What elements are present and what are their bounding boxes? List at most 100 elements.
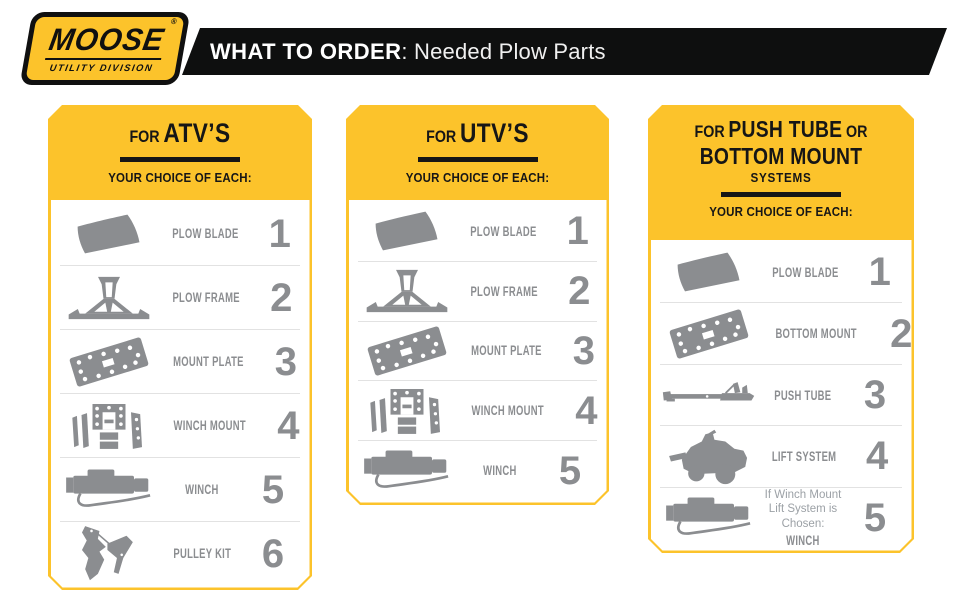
table-row: PULLEY KIT 6 <box>60 521 300 585</box>
card-title-prefix: FOR <box>129 127 160 146</box>
row-label: MOUNT PLATE <box>456 343 557 358</box>
mount-plate-icon <box>358 324 456 378</box>
row-label: BOTTOM MOUNT <box>758 326 874 341</box>
card-title-line3: SYSTEMS <box>750 170 812 185</box>
part-name: PLOW BLADE <box>470 223 537 239</box>
part-name: PLOW BLADE <box>772 264 839 280</box>
card-title: FOR UTV’S <box>367 118 588 149</box>
part-name: PLOW FRAME <box>470 283 538 299</box>
step-number: 1 <box>868 250 891 295</box>
table-row: MOUNT PLATE 3 <box>358 321 597 381</box>
step-number: 2 <box>270 275 293 320</box>
parts-list: PLOW BLADE 1 PLOW FRAME 2 MOUNT PLATE 3 … <box>60 202 300 585</box>
part-name: WINCH MOUNT <box>173 418 246 433</box>
part-name: MOUNT PLATE <box>471 343 542 359</box>
part-name: PLOW FRAME <box>172 290 240 305</box>
winch-mount-icon <box>358 384 456 438</box>
card-title: FOR ATV’S <box>69 118 291 149</box>
title-underline <box>120 157 240 162</box>
part-name: MOUNT PLATE <box>173 354 244 369</box>
table-row: MOUNT PLATE 3 <box>60 329 300 393</box>
plow-blade-icon <box>660 248 758 296</box>
card-title-main: PUSH TUBE <box>728 116 843 142</box>
card-title-line1: FOR PUSH TUBE OR <box>669 116 892 143</box>
step-number: 3 <box>863 373 887 418</box>
table-row: PLOW BLADE 1 <box>660 242 902 302</box>
card-for-atvs: FOR ATV’S YOUR CHOICE OF EACH: PLOW BLAD… <box>48 105 312 590</box>
step-number: 4 <box>866 434 889 479</box>
part-name: WINCH <box>786 532 820 548</box>
bottom-mount-icon <box>660 307 758 361</box>
step-number: 3 <box>572 328 596 373</box>
banner-subtitle: : Needed Plow Parts <box>401 38 606 64</box>
card-title-main: UTV’S <box>459 118 529 148</box>
plow-frame-icon <box>60 273 158 323</box>
card-subtitle: YOUR CHOICE OF EACH: <box>108 171 252 185</box>
row-label: WINCH <box>456 463 543 478</box>
card-title-line2: BOTTOM MOUNT <box>669 143 892 170</box>
winch-mount-icon <box>60 399 158 453</box>
row-label: PUSH TUBE <box>758 388 848 403</box>
moose-logo: MOOSE ® UTILITY DIVISION <box>19 12 191 85</box>
lift-system-icon <box>660 427 758 485</box>
title-underline <box>721 192 841 197</box>
mount-plate-icon <box>60 335 158 389</box>
card-header: FOR UTV’S YOUR CHOICE OF EACH: <box>346 105 609 185</box>
part-name: PUSH TUBE <box>774 387 832 403</box>
table-row: WINCH MOUNT 4 <box>358 380 597 440</box>
step-number: 2 <box>568 269 591 314</box>
card-title-suffix: OR <box>846 122 868 141</box>
card-subtitle: YOUR CHOICE OF EACH: <box>709 205 853 219</box>
card-header: FOR ATV’S YOUR CHOICE OF EACH: <box>48 105 312 185</box>
parts-list: PLOW BLADE 1 PLOW FRAME 2 MOUNT PLATE 3 … <box>358 202 597 500</box>
table-row: PLOW BLADE 1 <box>358 202 597 261</box>
row-label: PLOW BLADE <box>456 224 551 239</box>
card-header: FOR PUSH TUBE OR BOTTOM MOUNT SYSTEMS YO… <box>648 105 914 219</box>
winch-icon <box>358 446 456 496</box>
row-label: MOUNT PLATE <box>158 354 259 369</box>
row-label: PULLEY KIT <box>158 546 246 561</box>
part-name: WINCH <box>185 482 219 497</box>
push-tube-icon <box>660 380 758 410</box>
row-label: PLOW BLADE <box>158 226 253 241</box>
part-name: BOTTOM MOUNT <box>775 326 857 342</box>
step-number: 4 <box>277 403 300 448</box>
table-row: PUSH TUBE 3 <box>660 364 902 425</box>
row-label: If Winch Mount Lift System is Chosen: WI… <box>758 488 848 548</box>
part-name: WINCH <box>482 463 517 479</box>
step-number: 5 <box>261 467 285 512</box>
card-title-main: ATV’S <box>163 118 231 148</box>
plow-blade-icon <box>358 207 456 255</box>
parts-list: PLOW BLADE 1 BOTTOM MOUNT 2 PUSH TUBE 3 … <box>660 242 902 548</box>
moose-logo-plate: MOOSE ® UTILITY DIVISION <box>25 17 185 80</box>
table-row: BOTTOM MOUNT 2 <box>660 302 902 363</box>
row-label: PLOW FRAME <box>456 284 552 299</box>
header-banner: WHAT TO ORDER : Needed Plow Parts <box>182 28 947 75</box>
moose-logo-wordmark: MOOSE ® <box>46 17 178 57</box>
plow-blade-icon <box>60 210 158 258</box>
registered-trademark-symbol: ® <box>170 16 179 26</box>
card-subtitle: YOUR CHOICE OF EACH: <box>405 171 550 185</box>
row-label: WINCH <box>158 482 246 497</box>
conditional-note: If Winch Mount Lift System is Chosen: <box>764 488 842 530</box>
table-row: WINCH 5 <box>358 440 597 500</box>
step-number: 1 <box>268 211 291 256</box>
step-number: 5 <box>863 495 887 540</box>
step-number: 6 <box>261 531 285 576</box>
step-number: 4 <box>575 388 598 433</box>
table-row: WINCH 5 <box>60 457 300 521</box>
pulley-kit-icon <box>60 523 158 585</box>
moose-logo-text: MOOSE <box>46 21 167 57</box>
card-title-prefix: FOR <box>694 122 725 141</box>
step-number: 3 <box>274 339 298 384</box>
plow-frame-icon <box>358 266 456 316</box>
title-underline <box>418 157 538 162</box>
part-name: LIFT SYSTEM <box>771 448 837 464</box>
table-row: If Winch Mount Lift System is Chosen: WI… <box>660 487 902 548</box>
part-name: WINCH MOUNT <box>471 403 544 419</box>
row-label: PLOW BLADE <box>758 265 853 280</box>
row-label: LIFT SYSTEM <box>758 449 850 464</box>
card-title-prefix: FOR <box>426 127 457 146</box>
table-row: PLOW FRAME 2 <box>60 265 300 329</box>
